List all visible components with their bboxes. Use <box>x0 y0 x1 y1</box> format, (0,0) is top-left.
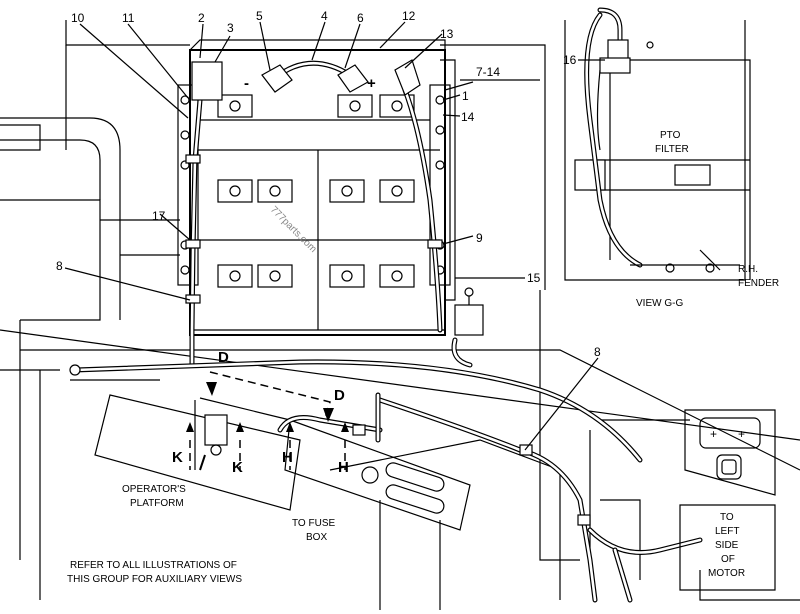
view-letter-k-1: K <box>172 449 183 466</box>
callout-3: 3 <box>227 21 234 35</box>
motor-label-3: SIDE <box>715 540 739 551</box>
reference-note-2: THIS GROUP FOR AUXILIARY VIEWS <box>67 574 242 585</box>
motor-box <box>679 504 776 591</box>
receptacle-panel <box>684 409 776 496</box>
rh-fender-2: FENDER <box>738 278 779 289</box>
callout-11: 11 <box>122 11 135 25</box>
operator-platform <box>94 394 301 511</box>
operator-label-2: PLATFORM <box>130 498 184 509</box>
pto-label-1: PTO <box>660 130 681 141</box>
callout-16: 16 <box>563 53 577 67</box>
callout-13: 13 <box>440 27 454 41</box>
callout-14: 14 <box>461 110 475 124</box>
motor-label-4: OF <box>721 554 735 565</box>
callout-9: 9 <box>476 231 483 245</box>
polarity-signs: - + + + <box>244 75 745 441</box>
callout-15: 15 <box>527 271 541 285</box>
chassis-outline <box>0 20 800 610</box>
fuse-label-1: TO FUSE <box>292 518 335 529</box>
view-letter-k-2: K <box>232 459 243 476</box>
view-letter-h-1: H <box>282 449 293 466</box>
callout-6: 6 <box>357 11 364 25</box>
harness-run <box>69 359 703 603</box>
battery-cells <box>217 94 415 288</box>
fuse-bracket <box>277 392 471 531</box>
operator-label-1: OPERATOR'S <box>122 484 186 495</box>
rh-fender-1: R.H. <box>738 264 758 275</box>
negative-sign: - <box>244 75 249 92</box>
callout-8-left: 8 <box>56 259 63 273</box>
left-pipe <box>0 117 121 320</box>
view-indicators <box>186 371 349 470</box>
view-letter-d-2: D <box>334 387 345 404</box>
callout-12: 12 <box>402 9 416 23</box>
pto-label-2: FILTER <box>655 144 689 155</box>
cable-clamps <box>185 154 443 304</box>
callout-1: 1 <box>462 89 469 103</box>
callout-5: 5 <box>256 9 263 23</box>
view-gg-caption: VIEW G-G <box>636 298 683 309</box>
panel-plus-right: + <box>738 427 745 441</box>
callout-7-14: 7-14 <box>476 65 500 79</box>
callout-10: 10 <box>71 11 85 25</box>
view-letter-d-1: D <box>218 349 229 366</box>
panel-plus-left: + <box>710 427 717 441</box>
callout-8-right: 8 <box>594 345 601 359</box>
reference-note-1: REFER TO ALL ILLUSTRATIONS OF <box>70 560 237 571</box>
text-notes: PTO FILTER R.H. FENDER VIEW G-G OPERATOR… <box>67 130 779 585</box>
battery-box <box>177 39 456 336</box>
disconnect-switch <box>451 287 484 368</box>
motor-label-5: MOTOR <box>708 568 745 579</box>
callout-labels: 10 11 2 3 5 4 6 12 13 7-14 1 14 17 9 8 1… <box>56 9 601 359</box>
battery-cables <box>189 59 443 368</box>
view-letter-h-2: H <box>338 459 349 476</box>
leader-lines <box>64 21 605 451</box>
callout-4: 4 <box>321 9 328 23</box>
motor-label-1: TO <box>720 512 734 523</box>
callout-17: 17 <box>152 209 166 223</box>
callout-2: 2 <box>198 11 205 25</box>
view-gg <box>564 7 751 281</box>
view-letters: D D K K H H <box>172 349 349 476</box>
positive-sign: + <box>367 75 376 92</box>
fuse-label-2: BOX <box>306 532 327 543</box>
watermark: 777parts.com <box>268 204 319 255</box>
motor-label-2: LEFT <box>715 526 739 537</box>
